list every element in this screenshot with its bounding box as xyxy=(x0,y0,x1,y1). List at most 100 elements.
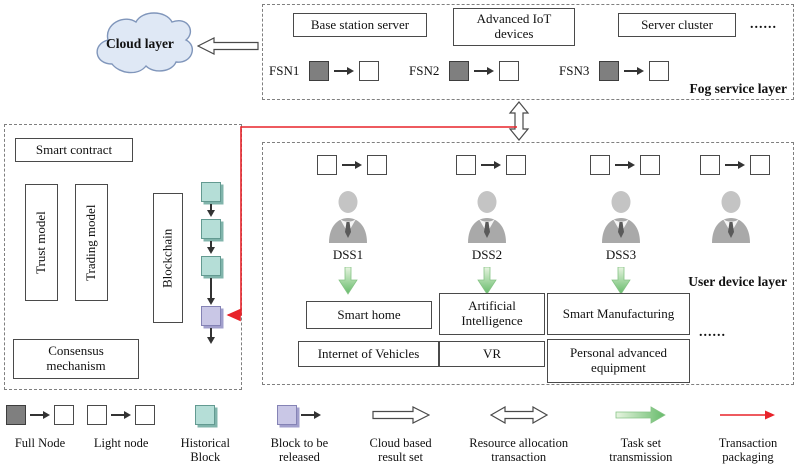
link-arrow-icon xyxy=(624,67,645,75)
legend-light-node: Light node xyxy=(87,400,156,450)
user-person-icon xyxy=(468,191,506,243)
legend-block-to-be-released: Block to be released xyxy=(255,400,343,464)
link-arrow-icon xyxy=(615,161,635,169)
legend-transaction-packaging: Transaction packaging xyxy=(702,400,794,464)
legend: Full Node Light node Historical Block Bl… xyxy=(0,396,800,464)
light-node-square-icon xyxy=(359,61,380,81)
smart-contract-box: Smart contract xyxy=(15,138,133,162)
user-person-icon xyxy=(329,191,367,243)
advanced-iot-devices-box: Advanced IoT devices xyxy=(453,8,575,46)
cloud-result-arrow-icon xyxy=(197,37,259,55)
cloud-icon xyxy=(96,12,194,74)
legend-task-set: Task set transmission xyxy=(593,400,689,464)
link-arrow-icon xyxy=(474,67,495,75)
fsn1-label: FSN1 xyxy=(269,63,300,78)
fsn3-node: FSN3 xyxy=(559,61,670,81)
blockchain-panel: Smart contract Trust model Trading model… xyxy=(4,124,242,390)
light-node-square-icon xyxy=(640,155,660,175)
light-node-square-icon xyxy=(700,155,720,175)
chain-arrow-icon xyxy=(207,278,215,305)
resource-allocation-arrow-icon xyxy=(489,406,548,424)
light-node-square-icon xyxy=(87,405,108,425)
light-node-pair xyxy=(317,155,387,175)
trading-model-box: Trading model xyxy=(75,184,108,301)
user-layer-title: User device layer xyxy=(688,274,787,289)
legend-label: Light node xyxy=(93,436,149,450)
light-node-square-icon xyxy=(54,405,74,425)
fog-ellipsis: ...... xyxy=(750,17,777,32)
smart-home-box: Smart home xyxy=(306,301,432,329)
trust-model-box: Trust model xyxy=(25,184,58,301)
light-node-pair xyxy=(456,155,526,175)
smart-manufacturing-box: Smart Manufacturing xyxy=(547,293,690,335)
legend-full-node: Full Node xyxy=(6,400,74,450)
task-set-arrow-icon xyxy=(611,267,631,295)
transaction-packaging-arrow-icon xyxy=(719,410,775,420)
consensus-mechanism-box: Consensus mechanism xyxy=(13,339,139,379)
legend-label: Block to be released xyxy=(270,436,329,464)
legend-resource-allocation: Resource allocation transaction xyxy=(458,400,580,464)
user-ellipsis: ...... xyxy=(699,325,726,340)
artificial-intelligence-box: Artificial Intelligence xyxy=(439,293,545,335)
cloud-layer-label: Cloud layer xyxy=(106,36,174,51)
link-arrow-icon xyxy=(30,411,50,419)
historical-block-icon xyxy=(201,219,221,239)
legend-historical-block: Historical Block xyxy=(168,400,242,464)
link-arrow-icon xyxy=(301,411,322,419)
base-station-server-box: Base station server xyxy=(293,13,427,37)
light-node-square-icon xyxy=(135,405,156,425)
cloud-layer: Cloud layer xyxy=(84,6,196,80)
chain-arrow-icon xyxy=(207,241,215,254)
historical-block-icon xyxy=(201,182,221,202)
blockchain-box: Blockchain xyxy=(153,193,183,323)
historical-block-icon xyxy=(195,405,216,425)
dss2-label: DSS2 xyxy=(471,247,503,262)
chain-arrow-icon xyxy=(207,328,215,344)
legend-label: Full Node xyxy=(14,436,66,450)
full-node-square-icon xyxy=(449,61,470,81)
link-arrow-icon xyxy=(111,411,132,419)
light-node-square-icon xyxy=(456,155,476,175)
vr-box: VR xyxy=(439,341,545,367)
user-person-icon xyxy=(602,191,640,243)
link-arrow-icon xyxy=(342,161,362,169)
block-to-be-released-icon xyxy=(277,405,298,425)
light-node-pair xyxy=(700,155,770,175)
server-cluster-box: Server cluster xyxy=(618,13,736,37)
user-layer-panel: DSS1 DSS2 DSS3 Smart home Internet of Ve… xyxy=(262,142,794,385)
legend-label: Resource allocation transaction xyxy=(469,436,569,464)
task-set-arrow-icon xyxy=(477,267,497,295)
historical-block-icon xyxy=(201,256,221,276)
full-node-square-icon xyxy=(309,61,330,81)
task-set-arrow-icon xyxy=(615,406,666,424)
full-node-square-icon xyxy=(599,61,620,81)
fsn2-label: FSN2 xyxy=(409,63,440,78)
fog-layer-title: Fog service layer xyxy=(689,81,787,96)
user-person-icon xyxy=(712,191,750,243)
light-node-square-icon xyxy=(750,155,770,175)
light-node-square-icon xyxy=(367,155,387,175)
internet-of-vehicles-box: Internet of Vehicles xyxy=(298,341,439,367)
legend-cloud-result: Cloud based result set xyxy=(357,400,445,464)
light-node-square-icon xyxy=(590,155,610,175)
task-set-arrow-icon xyxy=(338,267,358,295)
link-arrow-icon xyxy=(334,67,355,75)
link-arrow-icon xyxy=(481,161,501,169)
light-node-square-icon xyxy=(499,61,520,81)
dss3-label: DSS3 xyxy=(605,247,637,262)
link-arrow-icon xyxy=(725,161,745,169)
fsn1-node: FSN1 xyxy=(269,61,380,81)
fog-layer-panel: Base station server Advanced IoT devices… xyxy=(262,4,794,100)
legend-label: Historical Block xyxy=(180,436,230,464)
fsn2-node: FSN2 xyxy=(409,61,520,81)
chain-arrow-icon xyxy=(207,204,215,217)
block-to-be-released-icon xyxy=(201,306,221,326)
personal-advanced-equipment-box: Personal advanced equipment xyxy=(547,339,690,383)
cloud-result-arrow-icon xyxy=(371,406,430,424)
resource-allocation-arrow-icon xyxy=(508,101,530,141)
light-node-pair xyxy=(590,155,660,175)
light-node-square-icon xyxy=(317,155,337,175)
legend-label: Transaction packaging xyxy=(718,436,778,464)
light-node-square-icon xyxy=(649,61,670,81)
